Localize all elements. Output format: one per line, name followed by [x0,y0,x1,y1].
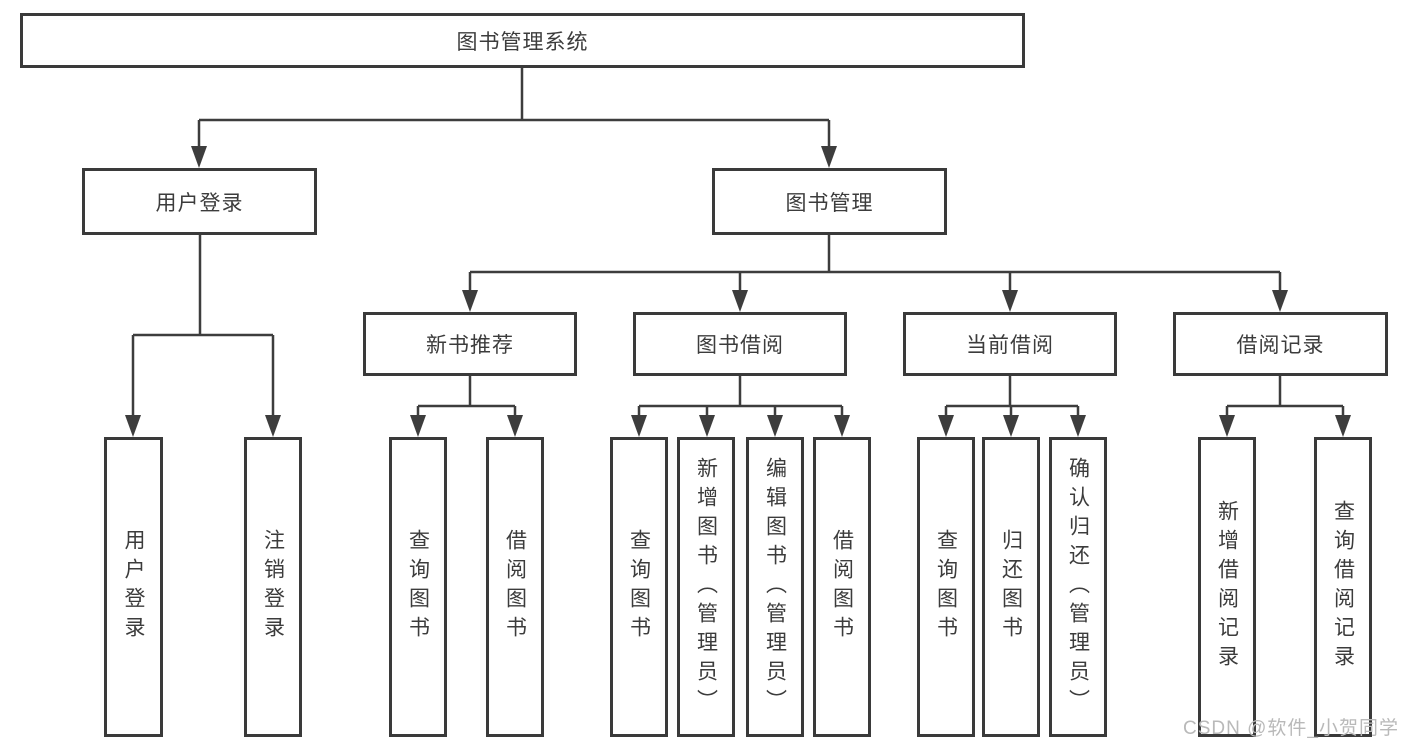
leaf-bb-query-books-label: 查询图书 [627,529,651,645]
leaf-cb-return-books-label: 归还图书 [999,529,1023,645]
leaf-br-add-record-label: 新增借阅记录 [1215,500,1239,674]
leaf-cb-query-books-label: 查询图书 [934,529,958,645]
leaf-cb-confirm-return-admin: 确认归还（管理员） [1049,437,1107,737]
leaf-cb-confirm-return-admin-label: 确认归还（管理员） [1066,456,1090,718]
leaf-logout: 注销登录 [244,437,302,737]
node-new-book-recommend: 新书推荐 [363,312,577,376]
node-book-management-label: 图书管理 [785,191,874,215]
leaf-br-query-record: 查询借阅记录 [1314,437,1372,737]
node-user-login-label: 用户登录 [155,191,244,215]
leaf-bb-borrow-books-label: 借阅图书 [830,529,854,645]
node-root: 图书管理系统 [20,13,1025,68]
node-current-borrowing: 当前借阅 [903,312,1117,376]
node-new-book-recommend-label: 新书推荐 [426,334,514,357]
node-book-borrowing: 图书借阅 [633,312,847,376]
node-user-login: 用户登录 [82,168,317,235]
leaf-logout-label: 注销登录 [261,529,285,645]
node-root-label: 图书管理系统 [456,30,589,54]
leaf-nbr-borrow-books: 借阅图书 [486,437,544,737]
node-book-management: 图书管理 [712,168,947,235]
leaf-br-add-record: 新增借阅记录 [1198,437,1256,737]
leaf-bb-query-books: 查询图书 [610,437,668,737]
leaf-br-query-record-label: 查询借阅记录 [1331,500,1355,674]
leaf-bb-add-books-admin-label: 新增图书（管理员） [694,456,718,718]
node-book-borrowing-label: 图书借阅 [696,334,784,357]
leaf-bb-add-books-admin: 新增图书（管理员） [677,437,735,737]
leaf-nbr-query-books-label: 查询图书 [406,529,430,645]
leaf-bb-borrow-books: 借阅图书 [813,437,871,737]
leaf-user-login: 用户登录 [104,437,163,737]
leaf-nbr-query-books: 查询图书 [389,437,447,737]
leaf-user-login-label: 用户登录 [122,529,145,645]
leaf-cb-return-books: 归还图书 [982,437,1040,737]
node-borrow-records-label: 借阅记录 [1236,334,1325,357]
leaf-bb-edit-books-admin-label: 编辑图书（管理员） [763,456,787,718]
leaf-bb-edit-books-admin: 编辑图书（管理员） [746,437,804,737]
arrowheads [125,146,1351,437]
leaf-cb-query-books: 查询图书 [917,437,975,737]
csdn-watermark: CSDN @软件_小贺同学 [1183,718,1399,739]
node-borrow-records: 借阅记录 [1173,312,1388,376]
leaf-nbr-borrow-books-label: 借阅图书 [503,529,527,645]
node-current-borrowing-label: 当前借阅 [966,334,1054,357]
